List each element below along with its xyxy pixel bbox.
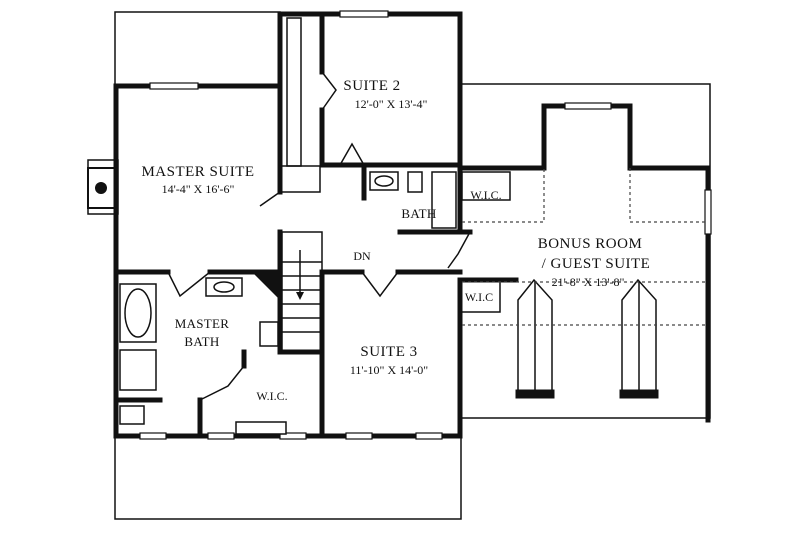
suite3-dims: 11'-10" X 14'-0" (350, 363, 428, 377)
bonus-room-line1: BONUS ROOM (538, 236, 643, 252)
doors (167, 71, 471, 401)
suite3-name: SUITE 3 (360, 344, 417, 360)
knee-walls (462, 168, 706, 326)
windows (139, 10, 712, 440)
bath-name: BATH (401, 206, 436, 221)
suite2-name: SUITE 2 (343, 78, 400, 94)
walls (113, 11, 711, 439)
fixtures (119, 171, 457, 435)
stair (281, 231, 323, 353)
wic-mid-name: W.I.C (465, 290, 493, 304)
chimney (87, 167, 117, 209)
wic-bottom-name: W.I.C. (256, 389, 287, 403)
master-suite-name: MASTER SUITE (141, 164, 254, 180)
bonus-room-line2: / GUEST SUITE (542, 256, 651, 272)
wic-top-name: W.I.C. (470, 188, 501, 202)
bonus-room-dims: 21'-8" X 13'-8" (552, 275, 625, 289)
master-bath-line1: MASTER (175, 316, 230, 331)
dormers (515, 278, 659, 399)
suite2-dims: 12'-0" X 13'-4" (355, 97, 428, 111)
stair-down-label: DN (353, 249, 371, 263)
master-suite-dims: 14'-4" X 16'-6" (162, 182, 235, 196)
master-bath-line2: BATH (184, 334, 219, 349)
